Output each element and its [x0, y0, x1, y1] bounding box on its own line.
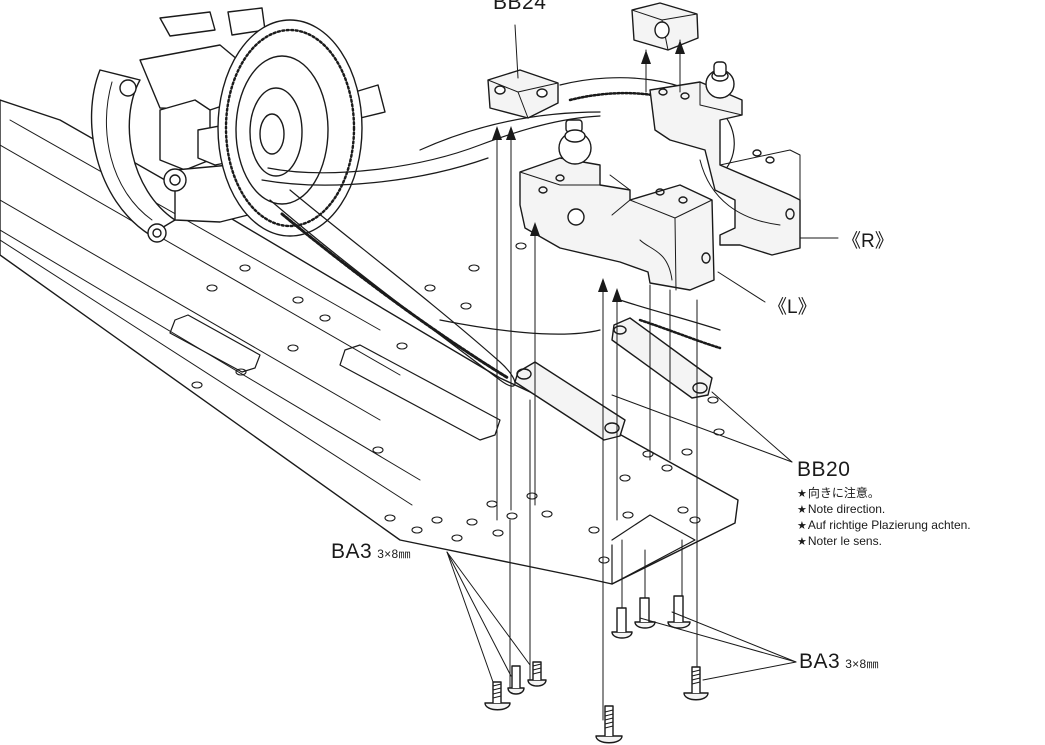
star-icon: ★ — [797, 504, 807, 516]
direction-notes: ★向きに注意。 ★Note direction. ★Auf richtige P… — [797, 486, 971, 550]
guide-arrows — [492, 40, 685, 302]
leader-lines — [446, 24, 839, 683]
chassis-holes — [191, 242, 725, 564]
note-fr: ★Noter le sens. — [797, 534, 882, 548]
bulkhead-left — [519, 119, 715, 291]
spur-gear — [217, 19, 363, 237]
ba3-right-label: BA3 3×8㎜ — [799, 650, 879, 674]
ba3-left-label: BA3 3×8㎜ — [331, 540, 411, 564]
top-block — [631, 2, 699, 51]
ba3-left-part: BA3 — [331, 540, 373, 563]
bb24-label-text: BB24 — [493, 0, 547, 14]
ba3-right-part: BA3 — [799, 650, 841, 673]
star-icon: ★ — [797, 488, 807, 500]
ba3-left-size: 3×8㎜ — [377, 547, 411, 561]
ba3-right-size: 3×8㎜ — [845, 657, 879, 671]
bb20-label: BB20 — [797, 458, 850, 482]
star-icon: ★ — [797, 536, 807, 548]
bb24-block — [487, 69, 559, 119]
bb24-label: BB24 — [493, 0, 546, 15]
bb20-label-text: BB20 — [797, 458, 851, 481]
side-l-label-text: 《L》 — [768, 297, 817, 318]
note-de: ★Auf richtige Plazierung achten. — [797, 518, 971, 532]
screws-right — [595, 595, 709, 744]
screws-left — [484, 661, 547, 711]
guide-lines — [496, 39, 698, 721]
side-r-label: 《R》 — [842, 226, 894, 253]
note-en: ★Note direction. — [797, 502, 886, 516]
star-icon: ★ — [797, 520, 807, 532]
side-l-label: 《L》 — [768, 292, 817, 319]
note-ja: ★向きに注意。 — [797, 486, 880, 500]
bulkhead-right — [649, 61, 801, 256]
side-r-label-text: 《R》 — [842, 231, 894, 252]
